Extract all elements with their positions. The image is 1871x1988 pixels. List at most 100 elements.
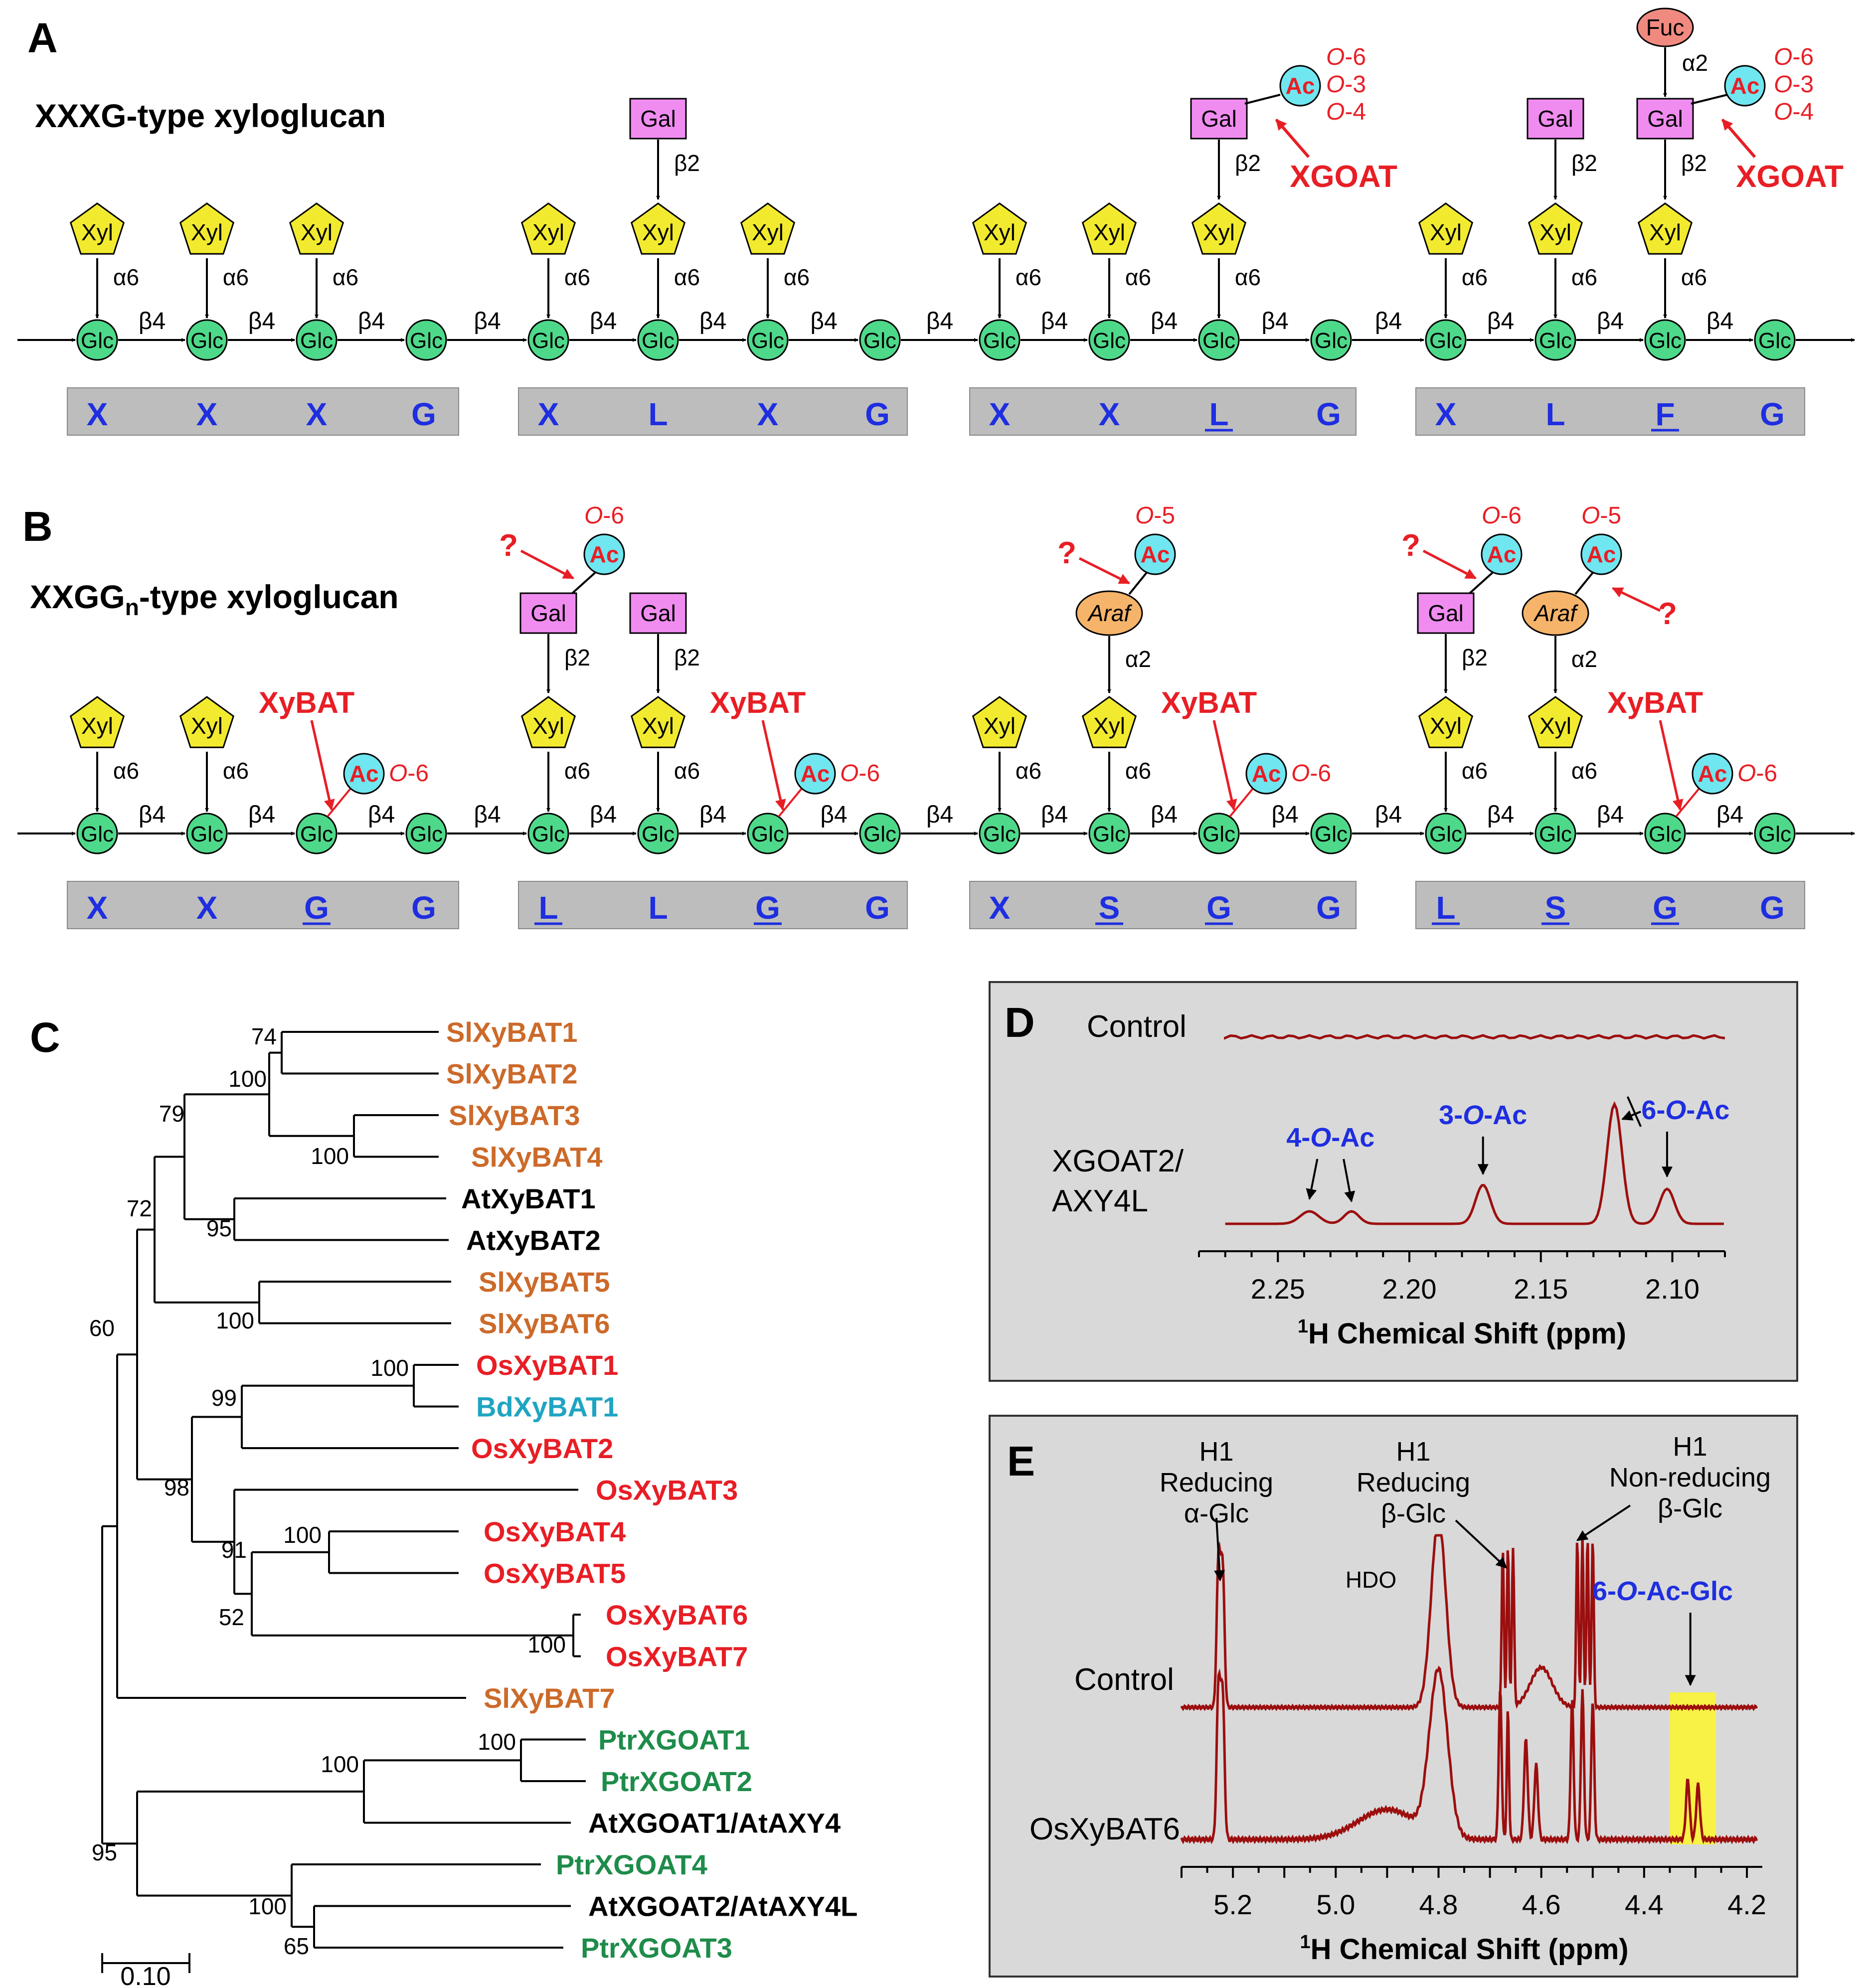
tree-leaf-label: OsXyBAT5	[484, 1558, 626, 1589]
peak-annotation: H1	[1199, 1437, 1233, 1467]
beta2-label: β2	[674, 645, 700, 670]
sample-spectrum	[1180, 1665, 1758, 1844]
ac-symbol	[1279, 65, 1321, 107]
gal-symbol	[1527, 98, 1584, 140]
araf-symbol	[1522, 590, 1589, 636]
question-mark: ?	[499, 528, 518, 563]
panel-label-d: D	[1005, 999, 1035, 1046]
one-letter-code: L	[648, 396, 668, 432]
one-letter-code-box	[969, 387, 1357, 436]
alpha6-label: α6	[1016, 264, 1041, 290]
xyl-symbol	[972, 696, 1027, 748]
glc-label: Glc	[863, 822, 896, 846]
glc-label: Glc	[190, 822, 223, 846]
beta4-label: β4	[1487, 308, 1514, 334]
glc-symbol	[76, 319, 118, 361]
alpha6-label: α6	[113, 758, 139, 784]
beta4-label: β4	[1716, 802, 1743, 828]
xyl-label: Xyl	[191, 219, 223, 245]
alpha6-label: α6	[1016, 758, 1041, 784]
unknown-enzyme-arrow	[1078, 557, 1130, 585]
gal-symbol	[1190, 98, 1248, 140]
glc-symbol	[1310, 319, 1352, 361]
one-letter-code: G	[755, 890, 780, 926]
xyl-symbol	[630, 202, 686, 255]
bootstrap-value: 100	[248, 1893, 287, 1919]
glc-symbol	[76, 813, 118, 854]
gal-symbol	[1636, 98, 1694, 140]
ac-label: Ac	[1587, 541, 1616, 567]
peak-annotation: Reducing	[1357, 1468, 1470, 1497]
o-position-label: O-6	[1291, 760, 1331, 787]
panel-a-title: XXXG-type xyloglucan	[35, 97, 386, 134]
peak-annotation: H1	[1673, 1432, 1707, 1462]
o-position-label: O-3	[1326, 71, 1366, 98]
o-position-label: O-6	[1737, 760, 1777, 787]
tree-leaf-label: OsXyBAT1	[476, 1349, 618, 1381]
panel-label-b: B	[22, 503, 53, 550]
ac-label: Ac	[1487, 541, 1517, 567]
panel-b-title-suffix: -type xyloglucan	[139, 578, 399, 615]
xyl-symbol	[69, 696, 125, 748]
question-mark: ?	[1658, 597, 1677, 631]
tree-leaf-label: BdXyBAT1	[476, 1391, 618, 1423]
bootstrap-value: 100	[370, 1355, 409, 1381]
o-position-label: O-4	[1774, 99, 1814, 125]
alpha6-label: α6	[1125, 264, 1151, 290]
glc-symbol	[527, 319, 569, 361]
xybat-label: XyBAT	[1161, 686, 1257, 719]
x-tick-label: 2.20	[1382, 1273, 1437, 1305]
bootstrap-value: 100	[478, 1729, 516, 1755]
alpha6-label: α6	[1462, 758, 1488, 784]
glc-label: Glc	[1093, 822, 1126, 846]
glc-label: Glc	[642, 822, 675, 846]
bootstrap-value: 100	[228, 1066, 267, 1092]
glc-symbol	[1088, 813, 1130, 854]
one-letter-code: S	[1099, 890, 1120, 926]
glc-label: Glc	[983, 329, 1016, 353]
tree-leaf-label: PtrXGOAT3	[581, 1932, 732, 1964]
glc-symbol	[1198, 813, 1240, 854]
glc-label: Glc	[1539, 822, 1572, 846]
one-letter-code: G	[1760, 396, 1785, 432]
one-letter-code-box	[1415, 387, 1805, 436]
alpha2-label: α2	[1125, 646, 1151, 672]
o-position-label: O-5	[1135, 502, 1175, 529]
glc-symbol	[859, 813, 901, 854]
xgoat-label: XGOAT	[1736, 160, 1844, 194]
ac-label: Ac	[1141, 541, 1170, 567]
alpha6-label: α6	[1125, 758, 1151, 784]
glc-label: Glc	[751, 329, 784, 353]
xyl-symbol	[1637, 202, 1693, 255]
xyl-label: Xyl	[1649, 219, 1681, 245]
beta4-label: β4	[1151, 308, 1178, 334]
beta4-label: β4	[1597, 802, 1624, 828]
x-tick-label: 2.15	[1514, 1273, 1568, 1305]
glc-symbol	[186, 319, 228, 361]
gal-symbol	[629, 98, 687, 140]
xyl-label: Xyl	[642, 219, 674, 245]
unknown-enzyme-arrow	[1612, 587, 1661, 612]
xyl-label: Xyl	[1203, 219, 1235, 245]
tree-leaf-label: AtXyBAT1	[461, 1183, 596, 1214]
beta4-label: β4	[1706, 308, 1733, 334]
xyl-symbol	[179, 696, 235, 748]
beta4-label: β4	[358, 308, 385, 334]
bootstrap-value: 100	[283, 1522, 322, 1548]
peak-annotation: Non-reducing	[1609, 1463, 1771, 1492]
beta4-label: β4	[1151, 802, 1178, 828]
panel-d-sample-label-2: AXY4L	[1052, 1184, 1148, 1218]
glc-label: Glc	[300, 822, 333, 846]
ac-label: Ac	[1252, 761, 1281, 787]
tree-leaf-label: SlXyBAT3	[449, 1100, 580, 1131]
alpha6-label: α6	[1235, 264, 1261, 290]
glc-label: Glc	[642, 329, 675, 353]
xyl-label: Xyl	[1093, 713, 1125, 739]
glc-symbol	[1644, 319, 1686, 361]
glc-symbol	[1310, 813, 1352, 854]
alpha6-label: α6	[1571, 758, 1597, 784]
ac-symbol	[1580, 533, 1622, 575]
peak-arrow	[1455, 1519, 1508, 1569]
peak-annotation: β-Glc	[1381, 1498, 1446, 1528]
